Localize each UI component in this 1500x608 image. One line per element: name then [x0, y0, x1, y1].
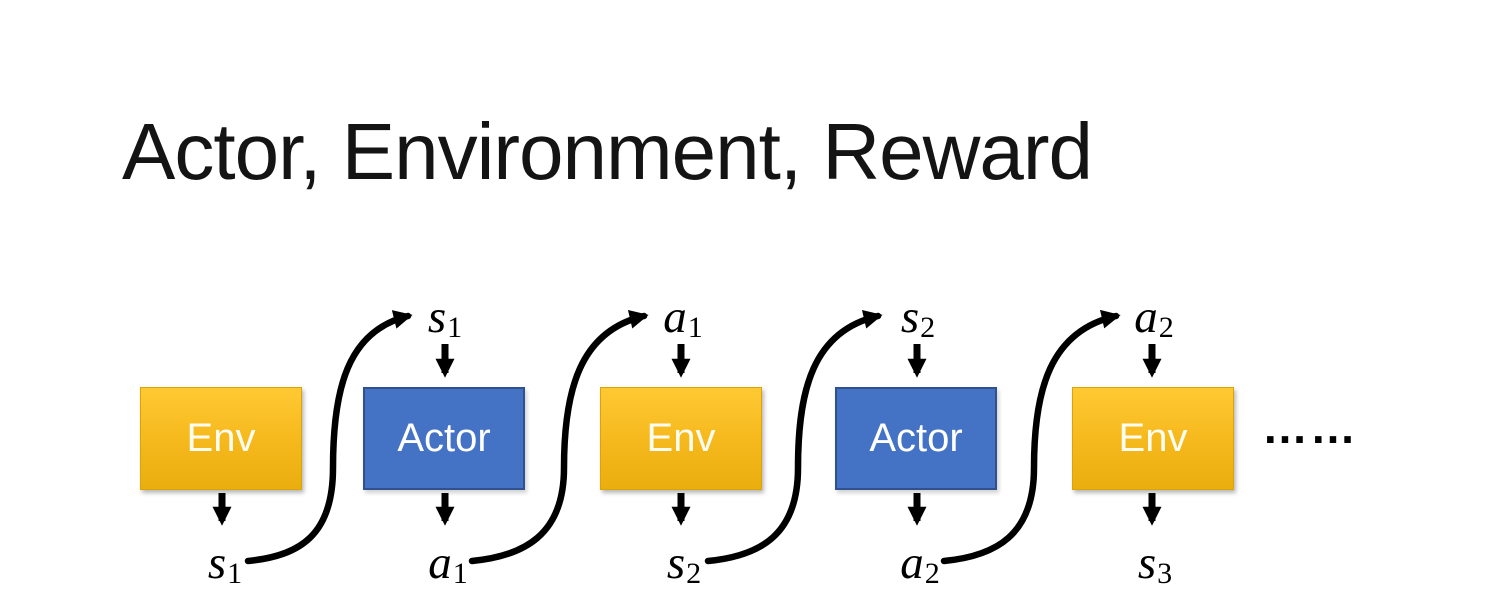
label-s2-top: s2 — [868, 291, 968, 345]
env-box-2-label: Env — [646, 416, 716, 460]
actor-box-1: Actor — [363, 387, 525, 490]
label-s1-bottom: s1 — [175, 537, 275, 591]
label-a2-top: a2 — [1104, 291, 1204, 345]
label-a2-bottom: a2 — [870, 537, 970, 591]
label-a2-top-base: a — [1134, 291, 1158, 343]
label-s2-bottom-base: s — [666, 537, 686, 589]
slide-title: Actor, Environment, Reward — [122, 107, 1093, 196]
label-a1-top: a1 — [633, 291, 733, 345]
label-a2-top-sub: 2 — [1158, 310, 1174, 345]
env-box-3-label: Env — [1118, 416, 1188, 460]
ellipsis-continuation: …… — [1262, 401, 1358, 453]
env-box-1: Env — [140, 387, 302, 490]
label-a1-top-base: a — [663, 291, 687, 343]
label-a1-bottom-base: a — [428, 537, 452, 589]
label-s2-bottom: s2 — [634, 537, 734, 591]
env-box-2: Env — [600, 387, 762, 490]
label-s3-bottom-sub: 3 — [1157, 556, 1173, 591]
actor-box-2-label: Actor — [869, 416, 963, 460]
label-a1-bottom-sub: 1 — [452, 556, 468, 591]
label-s1-top-sub: 1 — [447, 310, 463, 345]
label-a1-bottom: a1 — [398, 537, 498, 591]
label-s1-bottom-sub: 1 — [227, 556, 243, 591]
label-s2-top-base: s — [900, 291, 920, 343]
label-a2-bottom-sub: 2 — [924, 556, 940, 591]
label-a1-top-sub: 1 — [687, 310, 703, 345]
label-a2-bottom-base: a — [900, 537, 924, 589]
env-box-1-label: Env — [186, 416, 256, 460]
label-s2-top-sub: 2 — [920, 310, 936, 345]
actor-box-2: Actor — [835, 387, 997, 490]
env-box-3: Env — [1072, 387, 1234, 490]
label-s3-bottom: s3 — [1105, 537, 1205, 591]
actor-box-1-label: Actor — [397, 416, 491, 460]
label-s1-top: s1 — [395, 291, 495, 345]
label-s1-top-base: s — [427, 291, 447, 343]
label-s3-bottom-base: s — [1137, 537, 1157, 589]
label-s1-bottom-base: s — [207, 537, 227, 589]
label-s2-bottom-sub: 2 — [686, 556, 702, 591]
